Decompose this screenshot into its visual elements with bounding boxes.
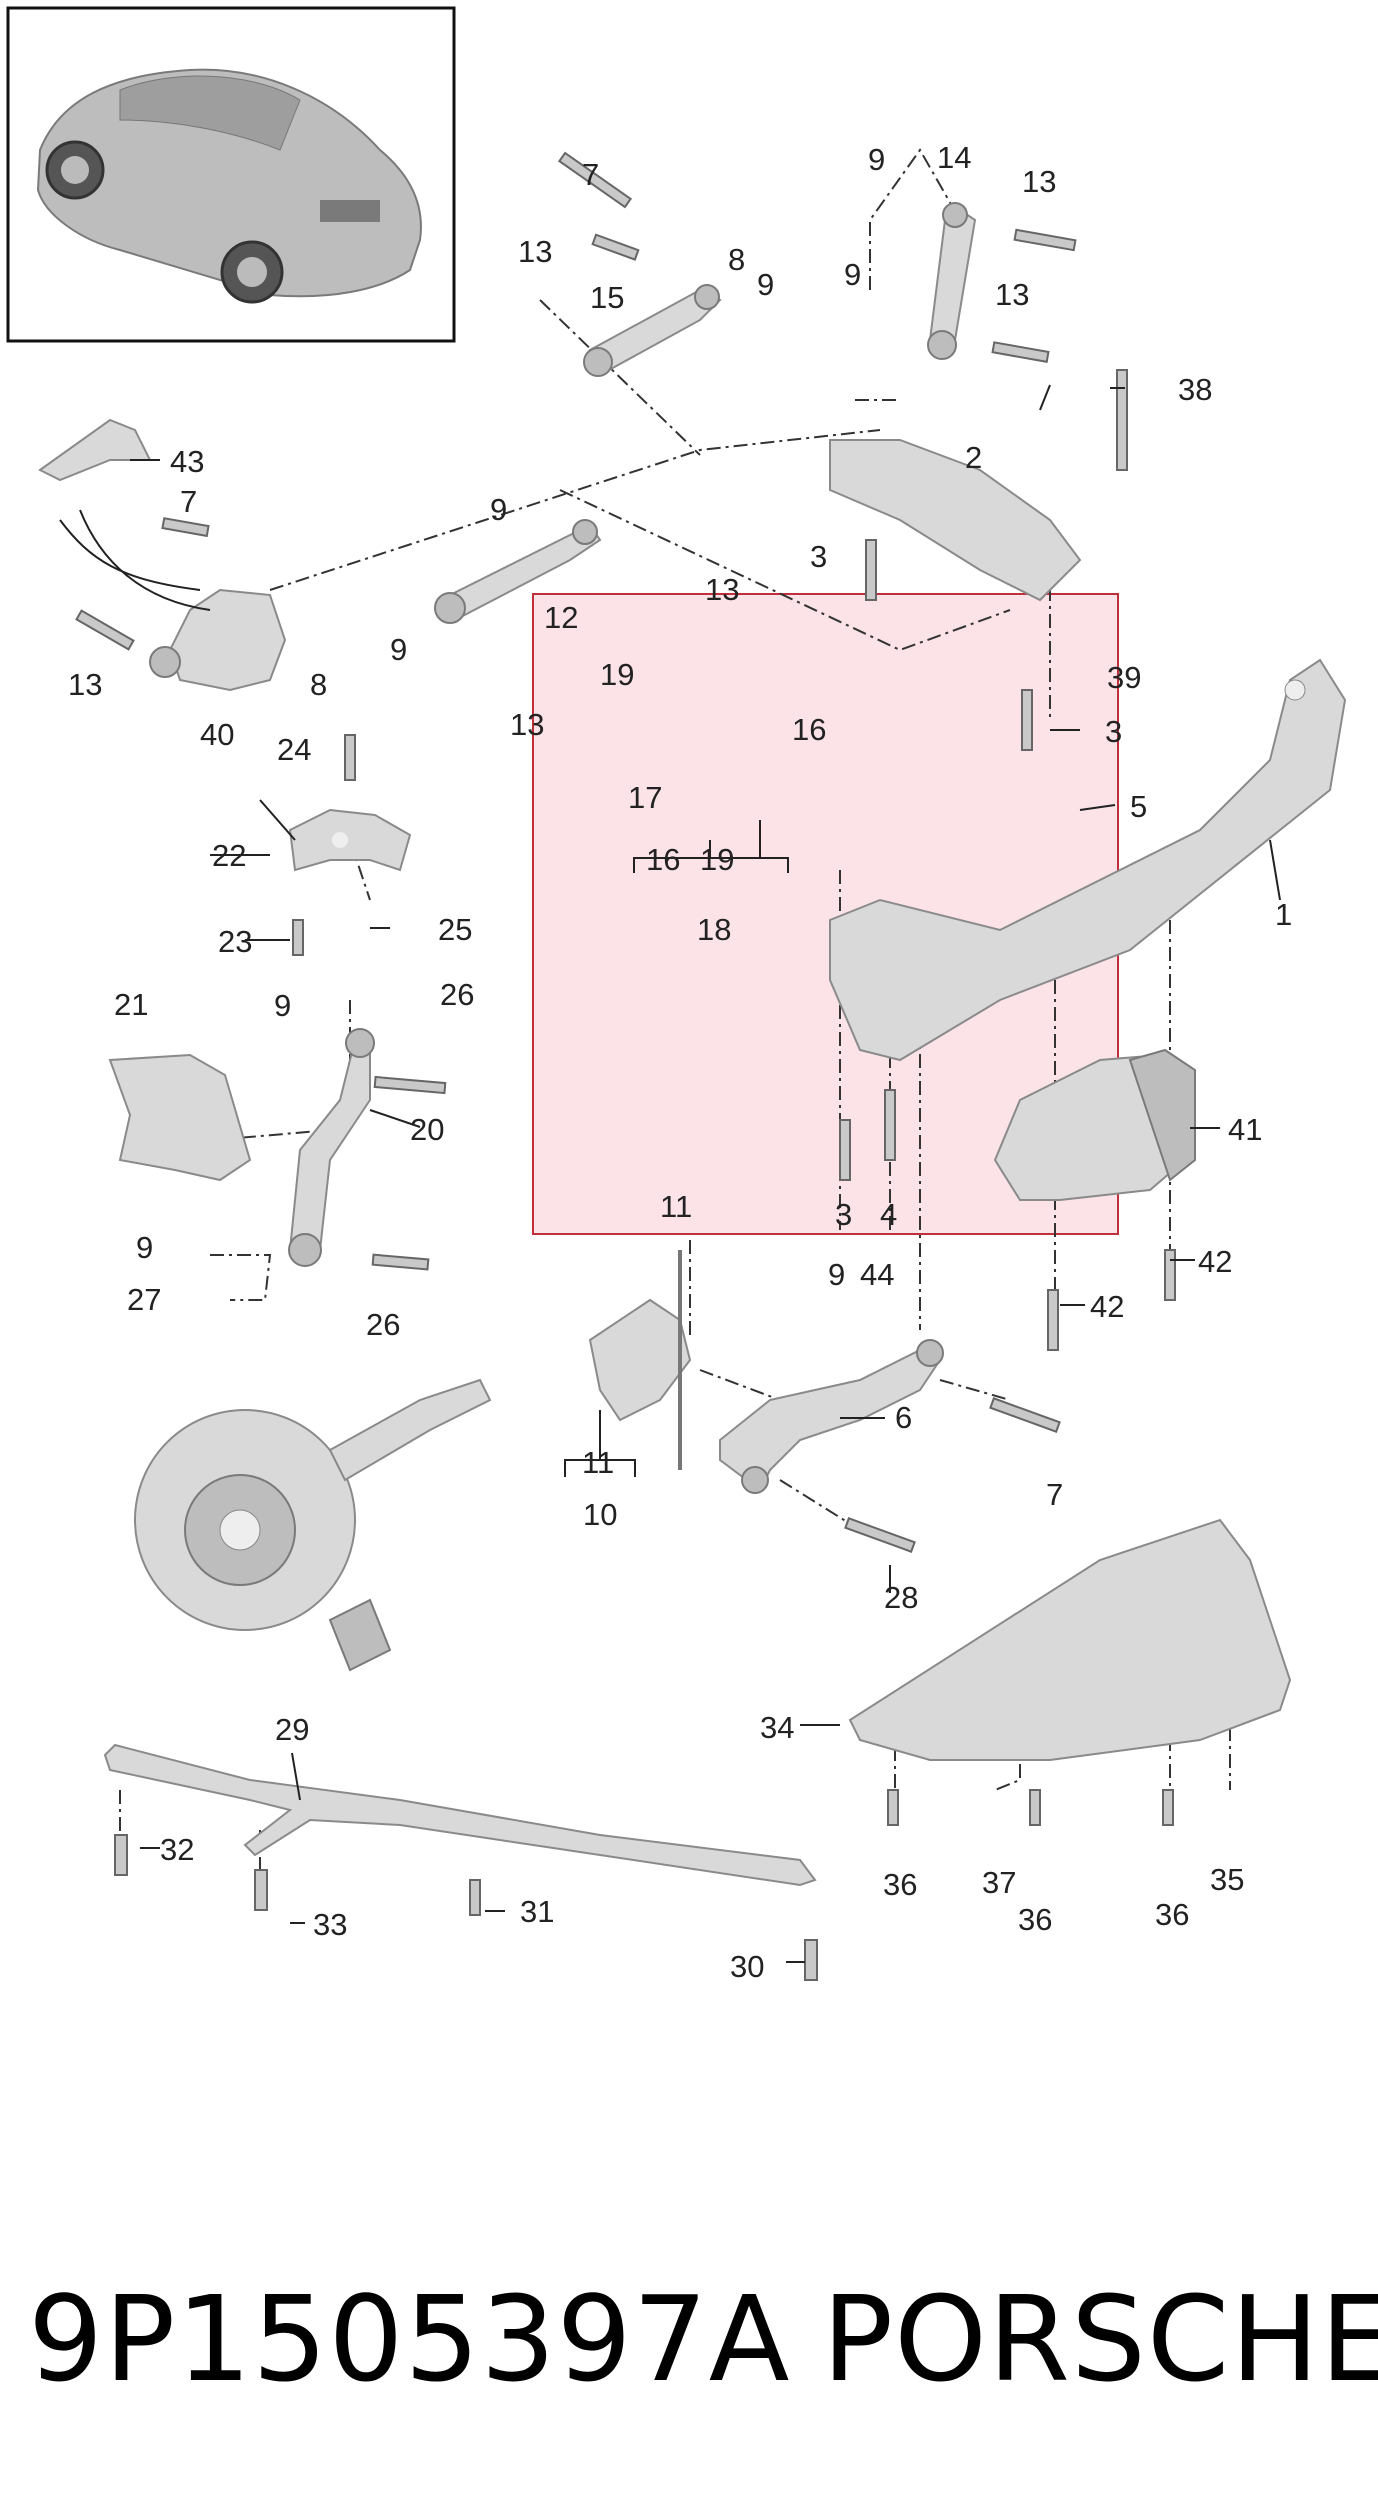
callout-4: 4 xyxy=(880,1197,897,1232)
callout-5: 5 xyxy=(1130,789,1147,824)
callout-9: 9 xyxy=(390,632,407,667)
callout-7: 7 xyxy=(582,157,599,192)
callout-13: 13 xyxy=(1022,164,1056,199)
callout-9: 9 xyxy=(136,1230,153,1265)
callout-20: 20 xyxy=(410,1112,444,1147)
callout-leaders xyxy=(130,384,1281,1963)
callout-42: 42 xyxy=(1090,1289,1124,1324)
callout-3: 3 xyxy=(810,539,827,574)
callout-32: 32 xyxy=(160,1832,194,1867)
callout-19: 19 xyxy=(700,842,734,877)
callout-33: 33 xyxy=(313,1907,347,1942)
part-arm-20 xyxy=(288,1028,375,1267)
callout-13: 13 xyxy=(518,234,552,269)
callout-22: 22 xyxy=(212,838,246,873)
callout-9: 9 xyxy=(490,492,507,527)
callout-11: 11 xyxy=(582,1445,614,1480)
callout-31: 31 xyxy=(520,1894,554,1929)
callout-37: 37 xyxy=(982,1865,1016,1900)
callout-10: 10 xyxy=(583,1497,617,1532)
part-upper-link-15 xyxy=(583,284,722,377)
callout-39: 39 xyxy=(1107,660,1141,695)
part-crossmember-29 xyxy=(103,1743,817,1887)
callout-9: 9 xyxy=(828,1257,845,1292)
callout-43: 43 xyxy=(170,444,204,479)
callout-40: 40 xyxy=(200,717,234,752)
callout-16: 16 xyxy=(792,712,826,747)
callout-28: 28 xyxy=(884,1580,918,1615)
part-hub-knuckle xyxy=(134,1378,492,1672)
callout-9: 9 xyxy=(868,142,885,177)
part-bracket-43 xyxy=(38,418,152,482)
callout-36: 36 xyxy=(1155,1897,1189,1932)
callout-9: 9 xyxy=(757,267,774,302)
callout-18: 18 xyxy=(697,912,731,947)
callout-8: 8 xyxy=(728,242,745,277)
callout-13: 13 xyxy=(510,707,544,742)
callout-9: 9 xyxy=(274,988,291,1023)
callout-16: 16 xyxy=(646,842,680,877)
part-lower-arm-6 xyxy=(719,1339,944,1494)
callout-23: 23 xyxy=(218,924,252,959)
callout-26: 26 xyxy=(366,1307,400,1342)
callout-labels: 1 2 3 3 3 4 5 6 7 7 7 8 8 9 9 9 9 9 9 9 … xyxy=(68,140,1292,1984)
part-subframe xyxy=(829,658,1347,1062)
callout-13: 13 xyxy=(995,277,1029,312)
callout-1: 1 xyxy=(1275,897,1292,932)
part-underbody-panel-34 xyxy=(848,1518,1292,1761)
part-heat-shield xyxy=(993,1048,1196,1201)
callout-11: 11 xyxy=(660,1189,692,1224)
fasteners xyxy=(75,151,1176,1981)
part-number: 9P1505397A xyxy=(28,2270,791,2408)
callout-2: 2 xyxy=(965,440,982,475)
callout-35: 35 xyxy=(1210,1862,1244,1897)
callout-30: 30 xyxy=(730,1949,764,1984)
vehicle-inset xyxy=(6,6,456,343)
part-bracket-10 xyxy=(588,1250,692,1470)
callout-41: 41 xyxy=(1228,1112,1262,1147)
callout-21: 21 xyxy=(114,987,148,1022)
callout-12: 12 xyxy=(544,600,578,635)
callout-27: 27 xyxy=(127,1282,161,1317)
callout-15: 15 xyxy=(590,280,624,315)
brand-name: PORSCHE xyxy=(822,2270,1378,2408)
callout-24: 24 xyxy=(277,732,311,767)
callout-3: 3 xyxy=(835,1197,852,1232)
callout-36: 36 xyxy=(883,1867,917,1902)
callout-36: 36 xyxy=(1018,1902,1052,1937)
footer: 9P1505397A PORSCHE xyxy=(0,2270,1378,2420)
callout-38: 38 xyxy=(1178,372,1212,407)
callout-8: 8 xyxy=(310,667,327,702)
callout-7: 7 xyxy=(1046,1477,1063,1512)
part-rear-bracket xyxy=(829,439,1082,602)
part-shield-21 xyxy=(108,1053,252,1182)
callout-34: 34 xyxy=(760,1710,794,1745)
callout-13: 13 xyxy=(68,667,102,702)
callout-3: 3 xyxy=(1105,714,1122,749)
callout-13: 13 xyxy=(705,572,739,607)
callout-44: 44 xyxy=(860,1257,894,1292)
callout-9: 9 xyxy=(844,257,861,292)
callout-29: 29 xyxy=(275,1712,309,1747)
callout-7: 7 xyxy=(180,484,197,519)
callout-26: 26 xyxy=(440,977,474,1012)
callout-42: 42 xyxy=(1198,1244,1232,1279)
callout-25: 25 xyxy=(438,912,472,947)
callout-19: 19 xyxy=(600,657,634,692)
callout-6: 6 xyxy=(895,1400,912,1435)
callout-14: 14 xyxy=(937,140,971,175)
part-wheel-carrier-40 xyxy=(59,509,287,692)
callout-17: 17 xyxy=(628,780,662,815)
part-upper-link-14 xyxy=(927,202,977,360)
part-mount-22 xyxy=(288,808,412,872)
part-link-12 xyxy=(434,519,602,624)
